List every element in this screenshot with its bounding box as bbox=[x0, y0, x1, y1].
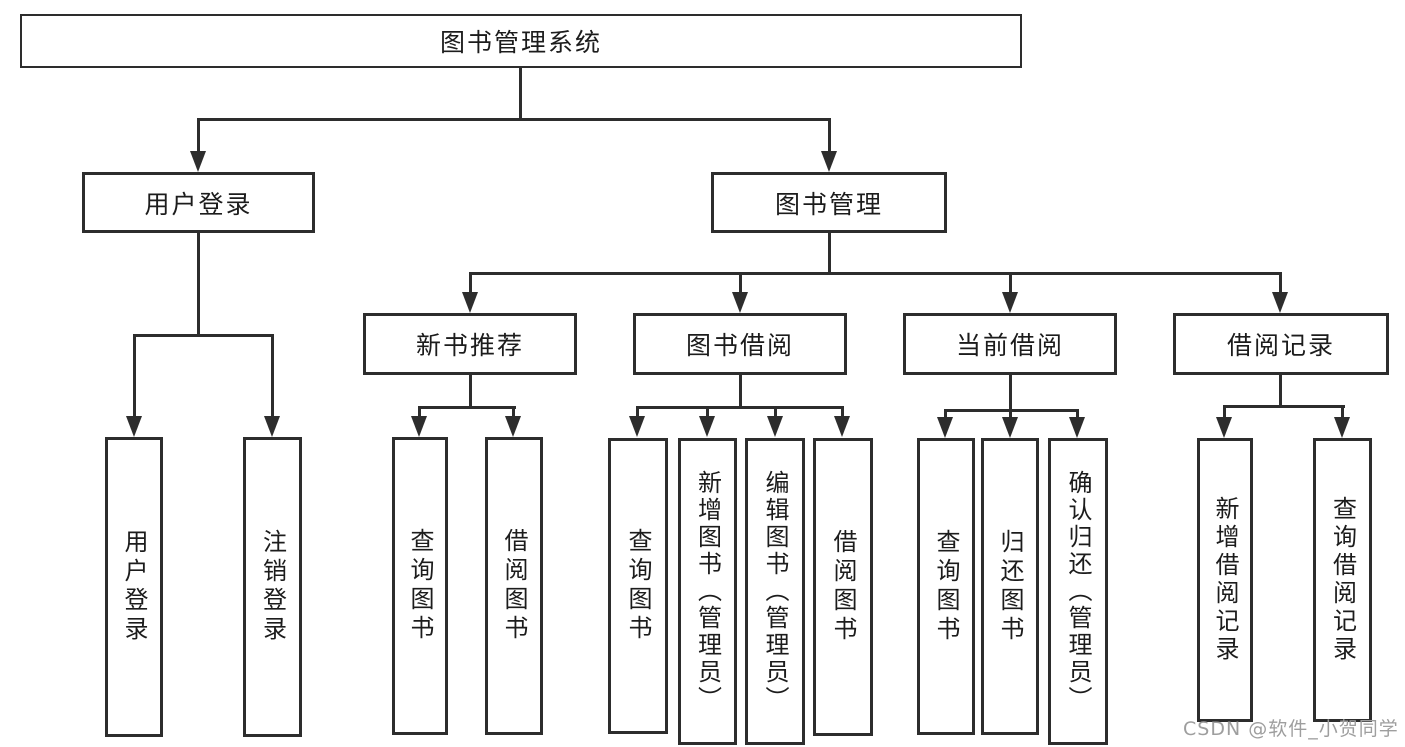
connector-vline bbox=[828, 233, 831, 275]
arrow-down-icon bbox=[1002, 417, 1018, 438]
leaf-label: 查询借阅记录 bbox=[1328, 496, 1357, 664]
connector-vline bbox=[469, 272, 472, 293]
arrow-down-icon bbox=[699, 416, 715, 437]
node-borrow-record: 借阅记录 bbox=[1173, 313, 1389, 375]
arrow-down-icon bbox=[767, 416, 783, 437]
connector-vline bbox=[1009, 375, 1012, 412]
connector-vline bbox=[271, 334, 274, 417]
leaf-br-query-record: 查询借阅记录 bbox=[1313, 438, 1372, 722]
arrow-down-icon bbox=[190, 151, 206, 172]
connector-vline bbox=[828, 118, 831, 152]
connector-hline bbox=[197, 118, 831, 121]
connector-vline bbox=[944, 409, 947, 418]
connector-vline bbox=[1009, 272, 1012, 293]
arrow-down-icon bbox=[732, 292, 748, 313]
leaf-label: 新增借阅记录 bbox=[1211, 496, 1239, 664]
leaf-label: 确认归还（管理员） bbox=[1064, 470, 1092, 713]
node-new-book-recommend: 新书推荐 bbox=[363, 313, 577, 375]
leaf-user-login: 用户登录 bbox=[105, 437, 163, 737]
arrow-down-icon bbox=[1216, 417, 1232, 438]
arrow-down-icon bbox=[505, 416, 521, 437]
arrow-down-icon bbox=[834, 416, 850, 437]
connector-vline bbox=[418, 406, 421, 417]
arrow-down-icon bbox=[1069, 417, 1085, 438]
leaf-label: 编辑图书（管理员） bbox=[761, 470, 789, 713]
node-book-management: 图书管理 bbox=[711, 172, 947, 233]
arrow-down-icon bbox=[411, 416, 427, 437]
leaf-br-add-record: 新增借阅记录 bbox=[1197, 438, 1253, 722]
connector-vline bbox=[519, 68, 522, 121]
arrow-down-icon bbox=[937, 417, 953, 438]
connector-vline bbox=[133, 334, 136, 417]
connector-vline bbox=[1279, 272, 1282, 293]
connector-hline bbox=[636, 406, 844, 409]
arrow-down-icon bbox=[821, 151, 837, 172]
leaf-bb-add-book-admin: 新增图书（管理员） bbox=[678, 438, 737, 745]
arrow-down-icon bbox=[462, 292, 478, 313]
leaf-label: 新增图书（管理员） bbox=[693, 470, 722, 713]
arrow-down-icon bbox=[1334, 417, 1350, 438]
leaf-bb-query-book: 查询图书 bbox=[608, 438, 668, 734]
connector-vline bbox=[1009, 409, 1012, 418]
node-user-login: 用户登录 bbox=[82, 172, 315, 233]
connector-vline bbox=[1223, 405, 1226, 418]
node-book-borrow: 图书借阅 bbox=[633, 313, 847, 375]
leaf-label: 查询图书 bbox=[406, 528, 434, 644]
leaf-cb-query-book: 查询图书 bbox=[917, 438, 975, 735]
connector-vline bbox=[1076, 409, 1079, 418]
connector-vline bbox=[706, 406, 709, 417]
leaf-label: 归还图书 bbox=[996, 528, 1024, 645]
connector-vline bbox=[197, 118, 200, 152]
arrow-down-icon bbox=[629, 416, 645, 437]
node-current-borrow: 当前借阅 bbox=[903, 313, 1117, 375]
leaf-cb-confirm-return-admin: 确认归还（管理员） bbox=[1048, 438, 1108, 745]
csdn-watermark: CSDN @软件_小贺同学 bbox=[1183, 718, 1399, 740]
connector-hline bbox=[133, 334, 274, 337]
connector-vline bbox=[774, 406, 777, 417]
leaf-label: 查询图书 bbox=[932, 528, 960, 645]
leaf-cb-return-book: 归还图书 bbox=[981, 438, 1039, 735]
connector-vline bbox=[469, 375, 472, 409]
connector-vline bbox=[1279, 375, 1282, 408]
connector-vline bbox=[739, 272, 742, 293]
connector-hline bbox=[1223, 405, 1345, 408]
connector-vline bbox=[197, 233, 200, 337]
arrow-down-icon bbox=[264, 416, 280, 437]
leaf-bb-edit-book-admin: 编辑图书（管理员） bbox=[745, 438, 805, 745]
arrow-down-icon bbox=[126, 416, 142, 437]
leaf-label: 借阅图书 bbox=[829, 529, 857, 645]
arrow-down-icon bbox=[1272, 292, 1288, 313]
arrow-down-icon bbox=[1002, 292, 1018, 313]
node-root-title: 图书管理系统 bbox=[20, 14, 1022, 68]
leaf-label: 用户登录 bbox=[120, 529, 148, 645]
connector-hline bbox=[469, 272, 1282, 275]
connector-vline bbox=[841, 406, 844, 417]
connector-hline bbox=[418, 406, 516, 409]
leaf-nb-query-book: 查询图书 bbox=[392, 437, 448, 735]
leaf-label: 注销登录 bbox=[258, 529, 287, 645]
leaf-logout-login: 注销登录 bbox=[243, 437, 302, 737]
leaf-label: 查询图书 bbox=[624, 528, 652, 644]
connector-vline bbox=[739, 375, 742, 409]
connector-vline bbox=[1341, 405, 1344, 418]
connector-vline bbox=[636, 406, 639, 417]
connector-vline bbox=[512, 406, 515, 417]
leaf-nb-borrow-book: 借阅图书 bbox=[485, 437, 543, 735]
leaf-bb-borrow-book: 借阅图书 bbox=[813, 438, 873, 736]
leaf-label: 借阅图书 bbox=[500, 528, 528, 644]
